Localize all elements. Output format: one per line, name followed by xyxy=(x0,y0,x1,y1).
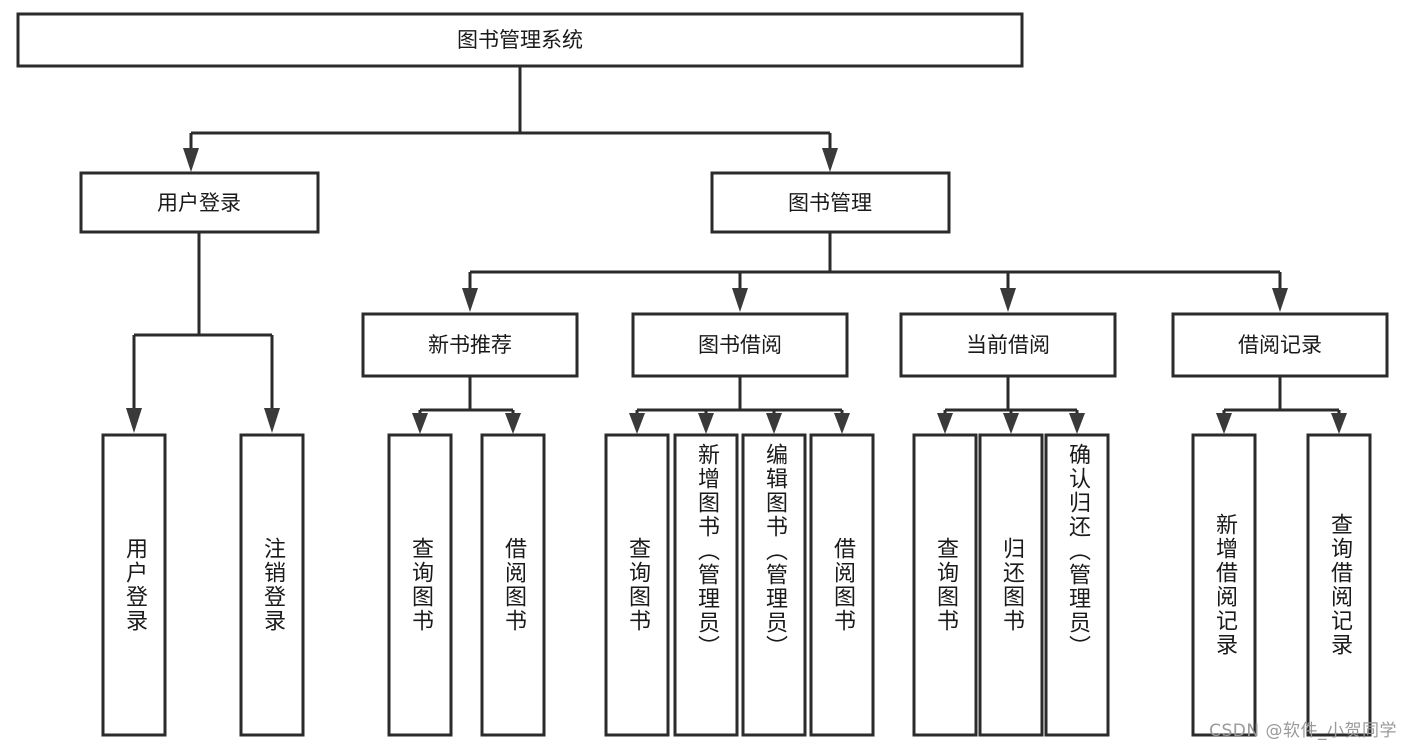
node-new-book-recommend-box[interactable] xyxy=(361,312,579,378)
node-new-book-recommend-label: 新书推荐 xyxy=(428,333,512,357)
node-root-label: 图书管理系统 xyxy=(457,28,583,52)
node-current-borrow-label: 当前借阅 xyxy=(966,333,1050,357)
leaf-box-book-borrow-3[interactable] xyxy=(809,433,875,737)
arrow-head-icon xyxy=(1272,288,1288,312)
arrow-head-icon xyxy=(412,413,428,434)
node-borrow-record[interactable]: 借阅记录 xyxy=(1171,312,1389,378)
connector-new-book-recommend-to-leaves xyxy=(412,376,521,434)
connector-borrow-record-to-leaves xyxy=(1216,376,1347,434)
arrow-head-icon xyxy=(766,413,782,434)
arrow-head-icon xyxy=(1003,413,1019,434)
leaf-box-book-borrow-1[interactable] xyxy=(673,433,739,737)
arrow-head-icon xyxy=(834,413,850,434)
node-user-login-label: 用户登录 xyxy=(157,191,241,215)
node-book-management-label: 图书管理 xyxy=(788,191,872,215)
arrow-head-icon xyxy=(1069,413,1085,434)
arrow-head-icon xyxy=(1216,413,1232,434)
connector-book-borrow-to-leaves xyxy=(629,376,850,434)
node-book-management[interactable]: 图书管理 xyxy=(710,171,951,234)
node-borrow-record-label: 借阅记录 xyxy=(1238,333,1322,357)
connector-user-login-to-leaves xyxy=(126,232,280,433)
connector-root-to-level1 xyxy=(183,66,838,172)
arrow-head-icon xyxy=(732,288,748,312)
arrow-head-icon xyxy=(1000,288,1016,312)
connector-book-management-to-level2 xyxy=(462,232,1288,312)
leaf-box-book-borrow-2[interactable] xyxy=(741,433,807,737)
arrow-head-icon xyxy=(126,408,142,433)
leaf-box-current-borrow-1[interactable] xyxy=(978,433,1044,737)
leaf-box-book-borrow-0[interactable] xyxy=(604,433,670,737)
arrow-head-icon xyxy=(264,408,280,433)
arrow-head-icon xyxy=(183,148,199,172)
node-current-borrow[interactable]: 当前借阅 xyxy=(899,312,1117,378)
connector-current-borrow-to-leaves xyxy=(937,376,1085,434)
arrow-head-icon xyxy=(822,148,838,172)
leaf-box-user-login-0[interactable] xyxy=(101,433,167,737)
leaf-box-current-borrow-0[interactable] xyxy=(912,433,978,737)
leaf-box-borrow-record-0[interactable] xyxy=(1191,433,1257,737)
node-book-borrow[interactable]: 图书借阅 xyxy=(631,312,849,378)
leaf-box-current-borrow-2[interactable] xyxy=(1044,433,1110,737)
arrow-head-icon xyxy=(505,413,521,434)
watermark-text: CSDN @软件_小贺同学 xyxy=(1209,721,1397,741)
node-new-book-recommend[interactable]: 新书推荐 xyxy=(361,312,579,378)
node-user-login-box[interactable] xyxy=(79,171,320,234)
node-user-login[interactable]: 用户登录 xyxy=(79,171,320,234)
arrow-head-icon xyxy=(629,413,645,434)
arrow-head-icon xyxy=(462,288,478,312)
node-root[interactable]: 图书管理系统 xyxy=(16,12,1024,68)
leaf-box-new-book-0[interactable] xyxy=(387,433,453,737)
leaf-box-new-book-1[interactable] xyxy=(480,433,546,737)
leaf-box-user-login-1[interactable] xyxy=(239,433,305,737)
arrow-head-icon xyxy=(1331,413,1347,434)
node-current-borrow-box[interactable] xyxy=(899,312,1117,378)
arrow-head-icon xyxy=(937,413,953,434)
leaf-box-borrow-record-1[interactable] xyxy=(1306,433,1372,737)
node-root-box[interactable] xyxy=(16,12,1024,68)
node-book-borrow-label: 图书借阅 xyxy=(698,333,782,357)
arrow-head-icon xyxy=(698,413,714,434)
